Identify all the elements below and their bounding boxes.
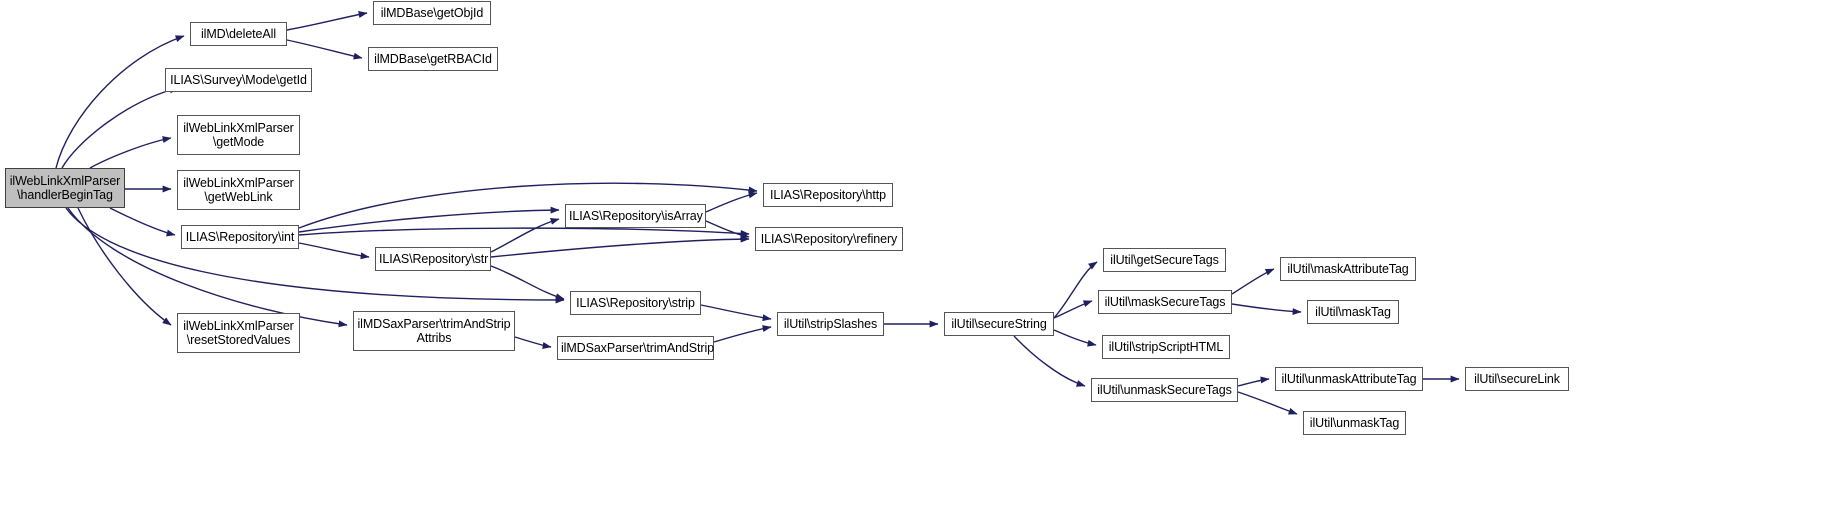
call-graph-node-maskAttributeTag[interactable]: ilUtil\maskAttributeTag	[1280, 257, 1416, 281]
call-graph-node-repoRefinery[interactable]: ILIAS\Repository\refinery	[755, 227, 903, 251]
node-label-repoStr: ILIAS\Repository\str	[379, 252, 489, 266]
node-label-getSecureTags: ilUtil\getSecureTags	[1110, 253, 1219, 267]
node-label-repoInt: ILIAS\Repository\int	[185, 230, 295, 244]
node-label-deleteAll: ilMD\deleteAll	[200, 27, 277, 41]
call-graph-node-isArray[interactable]: ILIAS\Repository\isArray	[565, 204, 706, 228]
call-edge-root-to-getMode	[89, 136, 172, 169]
node-label-resetStored: ilWebLinkXmlParser \resetStoredValues	[183, 319, 294, 347]
call-edge-root-to-surveyGetId	[61, 86, 179, 169]
call-edge-secureString-to-stripScriptHTML	[1053, 329, 1097, 347]
node-label-getWebLink: ilWebLinkXmlParser \getWebLink	[183, 176, 294, 204]
call-edge-unmaskSecureTags-to-unmaskAttributeTag	[1237, 376, 1270, 387]
call-edge-repoStrip-to-stripSlashes	[700, 304, 772, 322]
call-graph-node-getWebLink[interactable]: ilWebLinkXmlParser \getWebLink	[177, 170, 300, 210]
call-graph-node-unmaskAttributeTag[interactable]: ilUtil\unmaskAttributeTag	[1275, 367, 1423, 391]
node-label-stripSlashes: ilUtil\stripSlashes	[783, 317, 878, 331]
call-graph-node-repoHttp[interactable]: ILIAS\Repository\http	[763, 183, 893, 207]
call-graph-node-deleteAll[interactable]: ilMD\deleteAll	[190, 22, 287, 46]
call-graph-node-trimAndStrip[interactable]: ilMDSaxParser\trimAndStrip	[557, 336, 714, 360]
call-graph-node-maskTag[interactable]: ilUtil\maskTag	[1307, 300, 1399, 324]
call-edge-root-to-repoInt	[109, 207, 176, 237]
call-graph-node-unmaskSecureTags[interactable]: ilUtil\unmaskSecureTags	[1091, 378, 1238, 402]
call-graph-node-stripSlashes[interactable]: ilUtil\stripSlashes	[777, 312, 884, 336]
node-label-secureLink: ilUtil\secureLink	[1474, 372, 1560, 386]
node-label-repoStrip: ILIAS\Repository\strip	[576, 296, 695, 310]
call-edge-repoStr-to-isArray	[490, 217, 560, 253]
node-label-maskSecureTags: ilUtil\maskSecureTags	[1104, 295, 1226, 309]
node-label-unmaskSecureTags: ilUtil\unmaskSecureTags	[1097, 383, 1232, 397]
call-graph-node-root[interactable]: ilWebLinkXmlParser \handlerBeginTag	[5, 168, 125, 208]
call-edge-repoInt-to-repoRefinery	[298, 227, 750, 237]
call-graph-node-secureString[interactable]: ilUtil\secureString	[944, 312, 1054, 336]
call-edge-repoStr-to-repoStrip	[490, 265, 565, 301]
node-label-getObjId: ilMDBase\getObjId	[380, 6, 484, 20]
call-edge-root-to-deleteAll	[55, 35, 185, 169]
node-label-maskTag: ilUtil\maskTag	[1315, 305, 1391, 319]
call-graph-node-getSecureTags[interactable]: ilUtil\getSecureTags	[1103, 248, 1226, 272]
call-edge-secureString-to-getSecureTags	[1053, 261, 1098, 319]
call-graph-node-secureLink[interactable]: ilUtil\secureLink	[1465, 367, 1569, 391]
call-graph-node-repoStr[interactable]: ILIAS\Repository\str	[375, 247, 491, 271]
call-edge-maskSecureTags-to-maskAttributeTag	[1231, 268, 1275, 295]
call-graph-node-repoStrip[interactable]: ILIAS\Repository\strip	[570, 291, 701, 315]
call-edge-isArray-to-repoRefinery	[705, 220, 750, 239]
call-graph-node-repoInt[interactable]: ILIAS\Repository\int	[181, 225, 299, 249]
node-label-trimAndStrip: ilMDSaxParser\trimAndStrip	[561, 341, 714, 355]
call-edge-repoStr-to-repoRefinery	[490, 235, 750, 258]
node-label-unmaskTag: ilUtil\unmaskTag	[1309, 416, 1400, 430]
call-edge-secureString-to-maskSecureTags	[1053, 300, 1093, 319]
node-label-repoRefinery: ILIAS\Repository\refinery	[760, 232, 898, 246]
node-label-repoHttp: ILIAS\Repository\http	[769, 188, 886, 202]
node-label-secureString: ilUtil\secureString	[951, 317, 1047, 331]
call-edge-deleteAll-to-getObjId	[286, 11, 368, 31]
node-label-stripScriptHTML: ilUtil\stripScriptHTML	[1108, 340, 1224, 354]
call-edge-secureString-to-unmaskSecureTags	[1013, 335, 1086, 387]
node-label-getRBACId: ilMDBase\getRBACId	[374, 52, 492, 66]
call-edge-root-to-resetStored	[77, 207, 172, 326]
node-label-unmaskAttributeTag: ilUtil\unmaskAttributeTag	[1281, 372, 1417, 386]
call-graph-node-surveyGetId[interactable]: ILIAS\Survey\Mode\getId	[165, 68, 312, 92]
call-edge-deleteAll-to-getRBACId	[286, 39, 363, 60]
call-graph-node-getObjId[interactable]: ilMDBase\getObjId	[373, 1, 491, 25]
node-label-surveyGetId: ILIAS\Survey\Mode\getId	[170, 73, 307, 87]
call-graph-node-resetStored[interactable]: ilWebLinkXmlParser \resetStoredValues	[177, 313, 300, 353]
node-label-maskAttributeTag: ilUtil\maskAttributeTag	[1287, 262, 1409, 276]
call-edge-trimAndStrip-to-stripSlashes	[713, 325, 772, 343]
node-label-trimAndStripAttribs: ilMDSaxParser\trimAndStrip Attribs	[357, 317, 511, 345]
node-label-getMode: ilWebLinkXmlParser \getMode	[183, 121, 294, 149]
node-label-isArray: ILIAS\Repository\isArray	[569, 209, 703, 223]
call-graph-node-trimAndStripAttribs[interactable]: ilMDSaxParser\trimAndStrip Attribs	[353, 311, 515, 351]
call-edge-maskSecureTags-to-maskTag	[1231, 303, 1302, 316]
call-edge-repoInt-to-repoStr	[298, 242, 370, 260]
call-graph-node-getRBACId[interactable]: ilMDBase\getRBACId	[368, 47, 498, 71]
call-graph-node-getMode[interactable]: ilWebLinkXmlParser \getMode	[177, 115, 300, 155]
call-graph-node-maskSecureTags[interactable]: ilUtil\maskSecureTags	[1098, 290, 1232, 314]
call-edge-trimAndStripAttribs-to-trimAndStrip	[514, 336, 552, 349]
call-graph-node-unmaskTag[interactable]: ilUtil\unmaskTag	[1303, 411, 1406, 435]
call-graph-node-stripScriptHTML[interactable]: ilUtil\stripScriptHTML	[1102, 335, 1230, 359]
call-edge-unmaskSecureTags-to-unmaskTag	[1237, 391, 1298, 415]
call-edge-isArray-to-repoHttp	[705, 191, 758, 213]
call-edge-repoInt-to-isArray	[298, 206, 560, 233]
node-label-root: ilWebLinkXmlParser \handlerBeginTag	[9, 174, 121, 202]
